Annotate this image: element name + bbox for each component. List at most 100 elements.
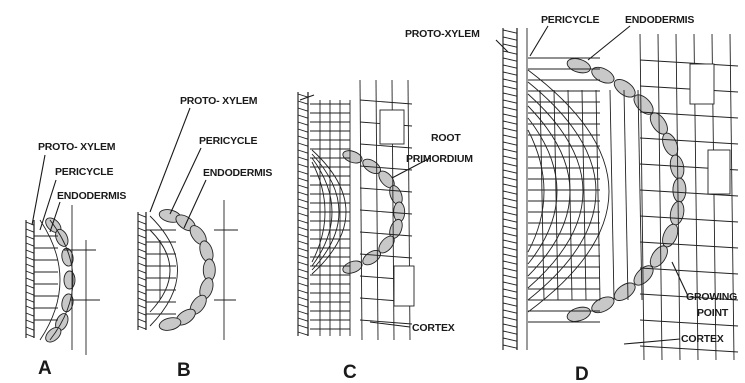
- protoxylem-thickening: [298, 227, 308, 230]
- protoxylem-thickening: [503, 58, 517, 61]
- protoxylem-thickening: [298, 304, 308, 307]
- protoxylem-thickening: [138, 270, 146, 273]
- protoxylem-thickening: [503, 205, 517, 208]
- protoxylem-thickening: [503, 142, 517, 145]
- leader-line: [32, 155, 45, 225]
- protoxylem-thickening: [298, 283, 308, 286]
- protoxylem-thickening: [503, 30, 517, 33]
- protoxylem-thickening: [298, 248, 308, 251]
- protoxylem-thickening: [138, 263, 146, 266]
- cortex-cell: [380, 110, 404, 144]
- protoxylem-thickening: [298, 171, 308, 174]
- protoxylem-thickening: [138, 319, 146, 322]
- protoxylem-thickening: [138, 249, 146, 252]
- endodermis-cell: [660, 222, 681, 249]
- protoxylem-thickening: [503, 254, 517, 257]
- a-endodermis-label: ENDODERMIS: [57, 190, 126, 202]
- protoxylem-thickening: [298, 178, 308, 181]
- protoxylem-thickening: [138, 305, 146, 308]
- c-cortex-label: CORTEX: [412, 322, 455, 334]
- protoxylem-thickening: [298, 255, 308, 258]
- c-primordium-label: PRIMORDIUM: [406, 153, 473, 165]
- protoxylem-thickening: [503, 107, 517, 110]
- cell-wall: [568, 90, 572, 300]
- protoxylem-thickening: [298, 276, 308, 279]
- protoxylem-thickening: [503, 149, 517, 152]
- protoxylem-thickening: [298, 297, 308, 300]
- cortex-wall: [640, 34, 644, 360]
- protoxylem-thickening: [138, 298, 146, 301]
- d-pericycle-label: PERICYCLE: [541, 14, 599, 26]
- protoxylem-thickening: [298, 150, 308, 153]
- protoxylem-thickening: [138, 284, 146, 287]
- protoxylem-thickening: [138, 256, 146, 259]
- protoxylem-thickening: [503, 331, 517, 334]
- protoxylem-thickening: [503, 282, 517, 285]
- protoxylem-thickening: [298, 290, 308, 293]
- leader-line: [624, 339, 680, 344]
- protoxylem-thickening: [503, 184, 517, 187]
- protoxylem-thickening: [138, 221, 146, 224]
- protoxylem-thickening: [138, 228, 146, 231]
- cell-wall: [610, 90, 614, 300]
- protoxylem-thickening: [503, 324, 517, 327]
- protoxylem-thickening: [298, 199, 308, 202]
- cortex-wall: [730, 34, 734, 360]
- b-pericycle-label: PERICYCLE: [199, 135, 257, 147]
- protoxylem-thickening: [298, 115, 308, 118]
- drawing-layer: [26, 26, 738, 360]
- leader-line: [530, 26, 548, 56]
- d-point-label: POINT: [697, 307, 729, 319]
- protoxylem-thickening: [298, 206, 308, 209]
- protoxylem-thickening: [503, 37, 517, 40]
- endodermis-cell: [589, 294, 616, 316]
- d-protoxylem-label: PROTO-XYLEM: [405, 28, 480, 40]
- panel-letter-a: A: [38, 358, 52, 379]
- protoxylem-thickening: [26, 306, 34, 309]
- d-growing-label: GROWING: [686, 291, 737, 303]
- protoxylem-thickening: [298, 234, 308, 237]
- protoxylem-thickening: [503, 212, 517, 215]
- protoxylem-thickening: [26, 278, 34, 281]
- protoxylem-thickening: [298, 220, 308, 223]
- endodermis-cell: [589, 64, 616, 86]
- protoxylem-thickening: [503, 345, 517, 348]
- leader-line: [150, 108, 190, 212]
- endodermis-cell: [668, 200, 686, 226]
- d-endodermis-label: ENDODERMIS: [625, 14, 694, 26]
- endodermis-cell: [394, 202, 405, 222]
- protoxylem-thickening: [503, 177, 517, 180]
- protoxylem-thickening: [503, 261, 517, 264]
- protoxylem-thickening: [298, 94, 308, 97]
- protoxylem-thickening: [298, 122, 308, 125]
- cortex-wall: [640, 242, 738, 248]
- protoxylem-thickening: [503, 114, 517, 117]
- protoxylem-thickening: [26, 229, 34, 232]
- b-endodermis-label: ENDODERMIS: [203, 167, 272, 179]
- protoxylem-thickening: [503, 121, 517, 124]
- protoxylem-thickening: [26, 320, 34, 323]
- cortex-wall: [658, 34, 662, 360]
- a-protoxylem-label: PROTO- XYLEM: [38, 141, 116, 153]
- protoxylem-thickening: [298, 108, 308, 111]
- protoxylem-thickening: [503, 86, 517, 89]
- cortex-wall: [360, 188, 412, 192]
- protoxylem-thickening: [26, 299, 34, 302]
- protoxylem-thickening: [503, 233, 517, 236]
- protoxylem-thickening: [503, 93, 517, 96]
- protoxylem-thickening: [298, 136, 308, 139]
- cortex-wall: [640, 86, 738, 92]
- protoxylem-thickening: [503, 303, 517, 306]
- protoxylem-thickening: [298, 164, 308, 167]
- protoxylem-thickening: [503, 156, 517, 159]
- endodermis-cell: [565, 305, 592, 324]
- protoxylem-thickening: [298, 269, 308, 272]
- cell-wall: [624, 90, 628, 300]
- protoxylem-thickening: [26, 313, 34, 316]
- cortex-wall: [360, 100, 412, 104]
- leader-line: [170, 148, 201, 214]
- protoxylem-thickening: [503, 275, 517, 278]
- protoxylem-thickening: [503, 163, 517, 166]
- cell-wall: [596, 90, 600, 300]
